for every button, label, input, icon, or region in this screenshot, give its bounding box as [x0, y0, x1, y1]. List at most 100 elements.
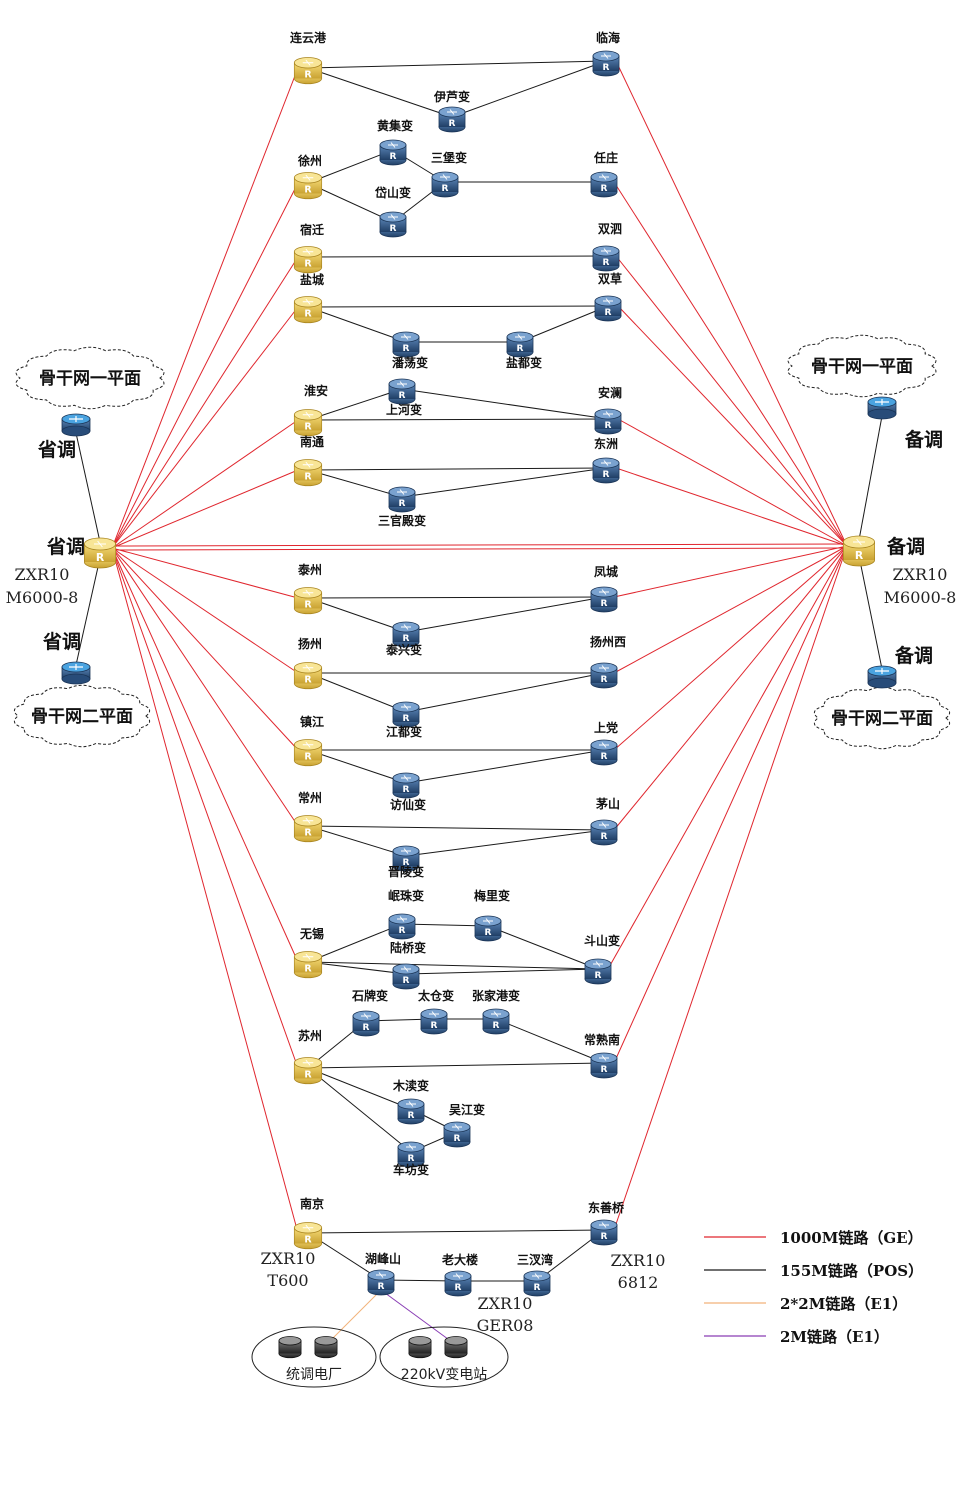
pos-link-28: [307, 825, 605, 831]
router-r-glyph: R: [534, 1283, 541, 1293]
legend-label-0: 1000M链路（GE）: [780, 1229, 923, 1247]
node-label-gold-5: 南通: [300, 434, 324, 449]
router-r-glyph: R: [403, 858, 410, 868]
router-blue-25: R: [584, 958, 612, 985]
router-blue-9: R: [506, 331, 534, 358]
router-r-glyph: R: [399, 499, 406, 509]
pos-link-8: [307, 255, 607, 258]
ge-link-beidiao-任庄: [613, 181, 848, 547]
router-r-glyph: R: [603, 258, 610, 268]
site-label-0: 统调电厂: [286, 1367, 342, 1383]
ge-link-shengdiao-徐州: [111, 182, 299, 549]
ge-link-shengdiao-镇江: [111, 547, 299, 751]
router-arrows-icon: [302, 664, 314, 671]
pos-link-10: [307, 306, 407, 343]
ge-link-shengdiao-无锡: [111, 547, 299, 963]
router-core-beidiao: R: [843, 535, 876, 567]
router-blue-4: R: [379, 211, 407, 238]
router-blue-13: R: [388, 486, 416, 513]
pos-link-20: [307, 597, 407, 633]
router-arrows-icon: [599, 1055, 609, 1061]
node-label-blue-5: 任庄: [593, 150, 618, 165]
router-r-glyph: R: [304, 751, 312, 762]
ge-link-beidiao-斗山变: [607, 545, 848, 970]
node-label-blue-33: 东善桥: [588, 1200, 625, 1215]
router-r-glyph: R: [442, 184, 449, 194]
pos-link-0: [307, 60, 607, 69]
router-r-glyph: R: [96, 551, 105, 564]
router-gold-9: R: [293, 815, 323, 843]
router-arrows-icon: [599, 742, 609, 748]
router-arrows-icon: [401, 848, 411, 854]
router-arrows-icon: [397, 489, 407, 495]
ge-link-beidiao-茅山: [613, 545, 848, 831]
node-label-blue-1: 伊芦变: [433, 89, 470, 104]
router-blue-12: R: [592, 457, 620, 484]
ge-link-shengdiao-连云港: [111, 67, 299, 549]
router-arrows-icon: [603, 411, 613, 417]
legend-label-2: 2*2M链路（E1）: [780, 1295, 907, 1313]
ge-link-shengdiao-淮安: [111, 419, 299, 549]
router-arrows-icon: [302, 1059, 314, 1066]
node-label-blue-12: 东洲: [594, 436, 618, 451]
pos-link-34: [307, 961, 407, 975]
router-arrows-icon: [302, 1224, 314, 1231]
router-gold-11: R: [293, 1057, 323, 1085]
node-label-gold-1: 徐州: [297, 153, 322, 168]
e1x2-link-plant: [327, 1289, 382, 1344]
router-arrows-icon: [599, 822, 609, 828]
pos-link-16: [307, 467, 607, 471]
router-blue-26: R: [352, 1010, 380, 1037]
node-label-blue-28: 张家港变: [472, 988, 520, 1003]
router-r-glyph: R: [390, 152, 397, 162]
pos-link-46: [307, 1229, 605, 1234]
model-label-laodalou-1: GER08: [477, 1316, 534, 1335]
router-blue-23: R: [474, 915, 502, 942]
site-router-1-b: [444, 1336, 468, 1359]
node-label-blue-15: 泰兴变: [385, 642, 422, 657]
pos-link-18: [401, 467, 607, 498]
router-r-glyph: R: [601, 1232, 608, 1242]
router-gold-3: R: [293, 296, 323, 324]
router-arrows-icon: [599, 665, 609, 671]
pos-link-21: [405, 596, 605, 633]
pos-link-36: [307, 961, 599, 970]
router-blue-36: R: [523, 1270, 551, 1297]
node-label-blue-7: 双草: [598, 271, 622, 286]
node-label-blue-8: 潘荡变: [392, 355, 428, 370]
node-label-gold-4: 淮安: [304, 383, 328, 398]
node-label-gold-7: 扬州: [298, 636, 322, 651]
cloud-sd-p1: [15, 346, 165, 410]
router-blue-6: R: [592, 245, 620, 272]
node-label-gold-12: 南京: [300, 1196, 324, 1211]
router-arrows-icon: [406, 1101, 416, 1107]
router-blue-34: R: [367, 1269, 395, 1296]
router-r-glyph: R: [485, 928, 492, 938]
legend-label-3: 2M链路（E1）: [780, 1328, 889, 1346]
node-label-gold-0: 连云港: [290, 30, 327, 45]
ge-link-shengdiao-宿迁: [111, 256, 299, 549]
router-arrows-icon: [302, 174, 314, 181]
ge-link-beidiao-安澜: [617, 418, 848, 547]
router-arrows-icon: [532, 1273, 542, 1279]
cloud-label-bd-p2: 骨干网二平面: [831, 709, 933, 729]
core-label-shengdiao: 省调: [46, 536, 85, 558]
router-arrows-icon: [401, 334, 411, 340]
pos-link-32: [401, 923, 489, 927]
router-r-glyph: R: [454, 1134, 461, 1144]
pos-link-12: [519, 305, 609, 343]
router-blue-21: R: [392, 845, 420, 872]
router-arrows-icon: [401, 704, 411, 710]
router-r-glyph: R: [855, 549, 864, 562]
legend: 1000M链路（GE）155M链路（POS）2*2M链路（E1）2M链路（E1）: [704, 1229, 923, 1346]
pos-link-15: [307, 418, 609, 421]
node-label-blue-3: 三堡变: [431, 150, 467, 165]
ge-link-beidiao-扬州西: [613, 545, 848, 674]
node-label-gold-8: 镇江: [300, 714, 324, 729]
router-arrows-icon: [601, 248, 611, 254]
clouds-layer: [13, 334, 951, 750]
router-blue-0: R: [592, 50, 620, 77]
router-arrows-icon: [302, 411, 314, 418]
site-ellipse-1: [379, 1326, 509, 1388]
